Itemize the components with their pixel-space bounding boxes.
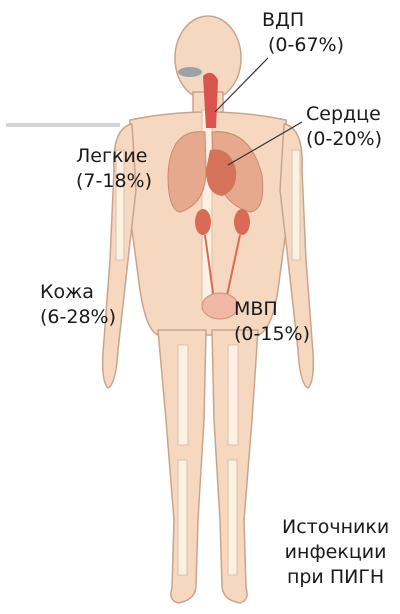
label-name: Кожа	[40, 280, 116, 305]
label-range: (6-28%)	[40, 305, 116, 330]
label-urinary-tract: МВП (0-15%)	[234, 297, 310, 347]
label-heart: Сердце (0-20%)	[306, 102, 382, 152]
label-name: ВДП	[262, 8, 344, 33]
right-shin	[228, 460, 237, 575]
bladder-organ	[202, 293, 238, 319]
caption-line: при ПИГН	[282, 565, 389, 590]
left-kidney	[195, 209, 211, 235]
label-upper-airway: ВДП (0-67%)	[262, 8, 344, 58]
label-range: (0-67%)	[268, 33, 344, 58]
label-lungs: Легкие (7-18%)	[76, 144, 152, 194]
label-name: МВП	[234, 297, 310, 322]
label-name: Легкие	[76, 144, 152, 169]
left-femur	[178, 345, 188, 445]
right-humerus	[292, 150, 300, 260]
right-kidney	[234, 209, 250, 235]
divider-bar	[6, 123, 120, 127]
label-range: (7-18%)	[76, 169, 152, 194]
caption-line: инфекции	[282, 540, 389, 565]
right-femur	[228, 345, 238, 445]
label-range: (0-15%)	[234, 322, 310, 347]
left-shin	[178, 460, 187, 575]
caption-infection-sources: Источники инфекции при ПИГН	[282, 515, 389, 590]
label-name: Сердце	[306, 102, 382, 127]
label-range: (0-20%)	[306, 127, 382, 152]
nose-mask	[178, 67, 202, 77]
caption-line: Источники	[282, 515, 389, 540]
label-skin: Кожа (6-28%)	[40, 280, 116, 330]
